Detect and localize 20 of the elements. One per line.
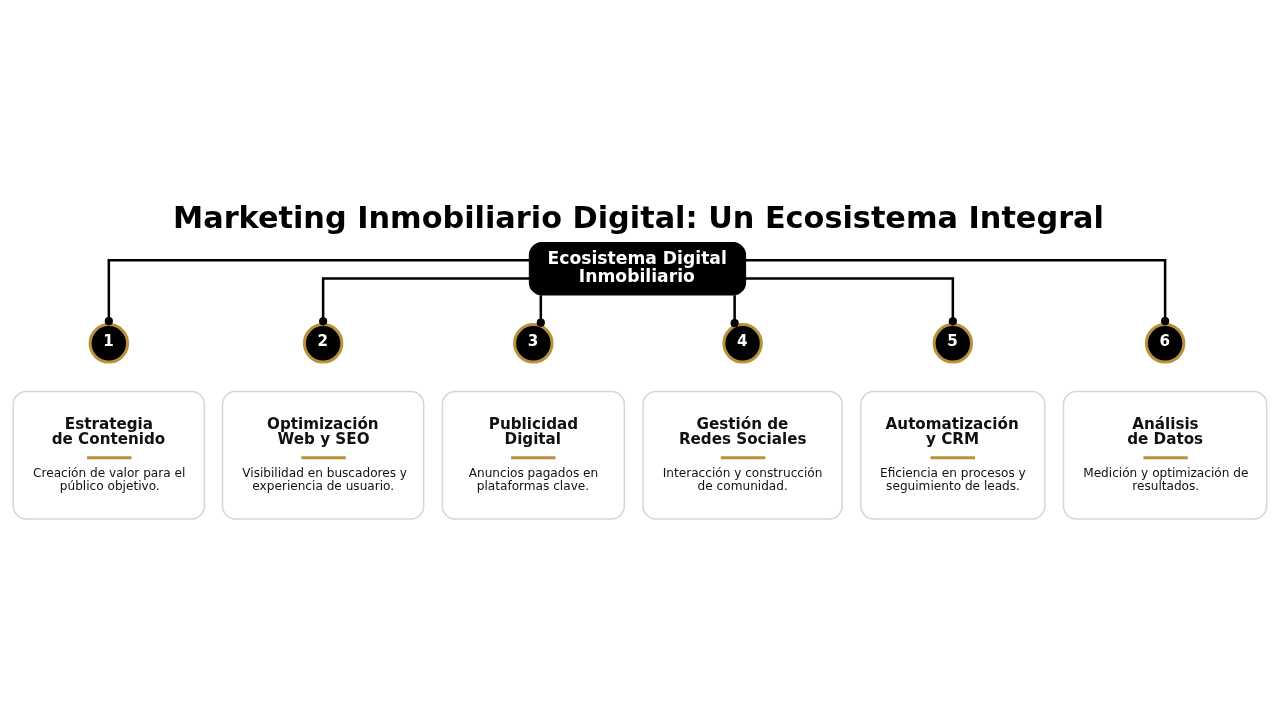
node-box: Análisis de Datos Medición y optimización de resultados.: [1062, 390, 1268, 520]
connector: [319, 277, 530, 326]
node-box: Automatización y CRM Eficiencia en procesos y seguimiento de leads.: [860, 390, 1046, 520]
node-circle: 5: [932, 323, 974, 364]
diagram-title: Marketing Inmobiliario Digital: Un Ecosistema Integral: [173, 200, 1104, 236]
node-circle: 3: [513, 323, 554, 364]
node-box: Publicidad Digital Anuncios pagados en plataformas clave.: [441, 390, 626, 520]
node-box: Ecosistema Digital Inmobiliario: [528, 242, 747, 296]
node-circle: 2: [302, 323, 344, 364]
node-box: Optimización Web y SEO Visibilidad en buscadores y experiencia de usuario.: [221, 390, 425, 520]
connector: [536, 295, 545, 327]
node-circle: 6: [1144, 323, 1186, 364]
node-box: Gestión de Redes Sociales Interacción y construcción de comunidad.: [642, 390, 843, 520]
connector: [730, 295, 739, 328]
connector: [745, 258, 1170, 326]
node-box: Estrategia de Contenido Creación de valor para el público objetivo.: [12, 390, 206, 520]
connector: [746, 277, 957, 326]
connector: [104, 258, 530, 326]
node-circle: 4: [722, 323, 763, 364]
node-circle: 1: [88, 323, 130, 364]
